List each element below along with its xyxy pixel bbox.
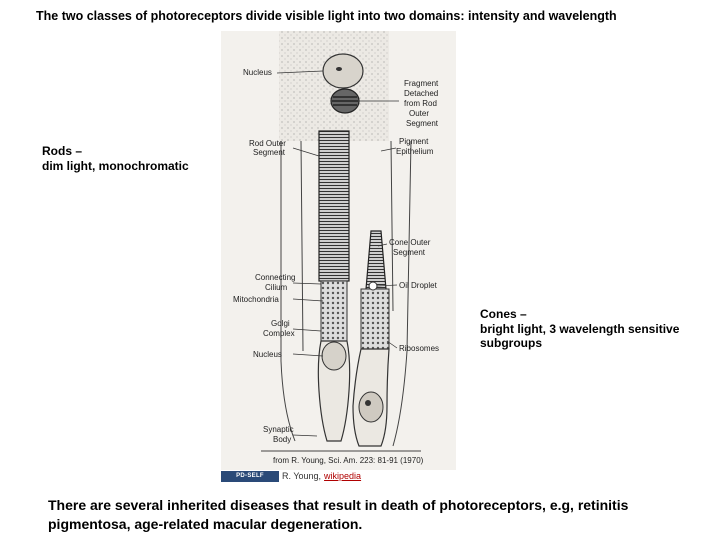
license-badge[interactable]: PD-SELF <box>221 470 279 482</box>
label-cone-outer-2: Segment <box>393 248 426 257</box>
diseases-note: There are several inherited diseases tha… <box>48 497 629 532</box>
oil-droplet-shape <box>368 281 378 291</box>
rods-description: dim light, monochromatic <box>42 159 189 173</box>
rod-outer-segment-shape <box>318 130 350 282</box>
label-rod-outer-1: Rod Outer <box>249 139 286 148</box>
label-synaptic-1: Synaptic <box>263 425 294 434</box>
rod-inner-segment-shape <box>320 280 348 342</box>
slide-title: The two classes of photoreceptors divide… <box>36 9 617 23</box>
nucleus-top-shape <box>322 53 364 89</box>
label-rod-outer-2: Segment <box>253 148 286 157</box>
label-connecting-1: Connecting <box>255 273 295 282</box>
label-connecting-2: Cilium <box>265 283 288 292</box>
label-nucleus-top: Nucleus <box>243 68 272 77</box>
photoreceptor-diagram: Nucleus Fragment Detached from Rod Outer… <box>221 31 456 470</box>
label-fragment-1: Fragment <box>404 79 439 88</box>
cone-nucleus-shape <box>358 391 384 423</box>
label-fragment-4: Outer <box>409 109 429 118</box>
label-source: from R. Young, Sci. Am. 223: 81-91 (1970… <box>273 456 424 465</box>
label-golgi-2: Complex <box>263 329 295 338</box>
label-ribosomes: Ribosomes <box>399 344 439 353</box>
label-cone-outer-1: Cone Outer <box>389 238 431 247</box>
label-oil-droplet: Oil Droplet <box>399 281 438 290</box>
label-golgi-1: Golgi <box>271 319 290 328</box>
label-mitochondria: Mitochondria <box>233 295 279 304</box>
label-pigment-1: Pigment <box>399 137 429 146</box>
label-synaptic-2: Body <box>273 435 291 444</box>
label-fragment-5: Segment <box>406 119 439 128</box>
cones-description-line1: bright light, 3 wavelength sensitive <box>480 321 680 336</box>
rods-note: Rods – dim light, monochromatic <box>42 144 189 174</box>
cones-description-line2: subgroups <box>480 336 542 350</box>
cones-heading: Cones – <box>480 307 527 321</box>
cone-inner-segment-shape <box>360 288 390 350</box>
rod-nucleus-shape <box>321 341 347 371</box>
label-fragment-2: Detached <box>404 89 438 98</box>
wikipedia-link[interactable]: wikipedia <box>324 471 362 481</box>
cones-note: Cones – bright light, 3 wavelength sensi… <box>480 307 679 351</box>
label-fragment-3: from Rod <box>404 99 437 108</box>
label-nucleus-bottom: Nucleus <box>253 350 282 359</box>
label-pigment-2: Epithelium <box>396 147 434 156</box>
rods-heading: Rods – <box>42 144 83 158</box>
image-caption: PD-SELF R. Young, wikipedia <box>221 470 361 482</box>
caption-author: R. Young, <box>282 471 322 481</box>
